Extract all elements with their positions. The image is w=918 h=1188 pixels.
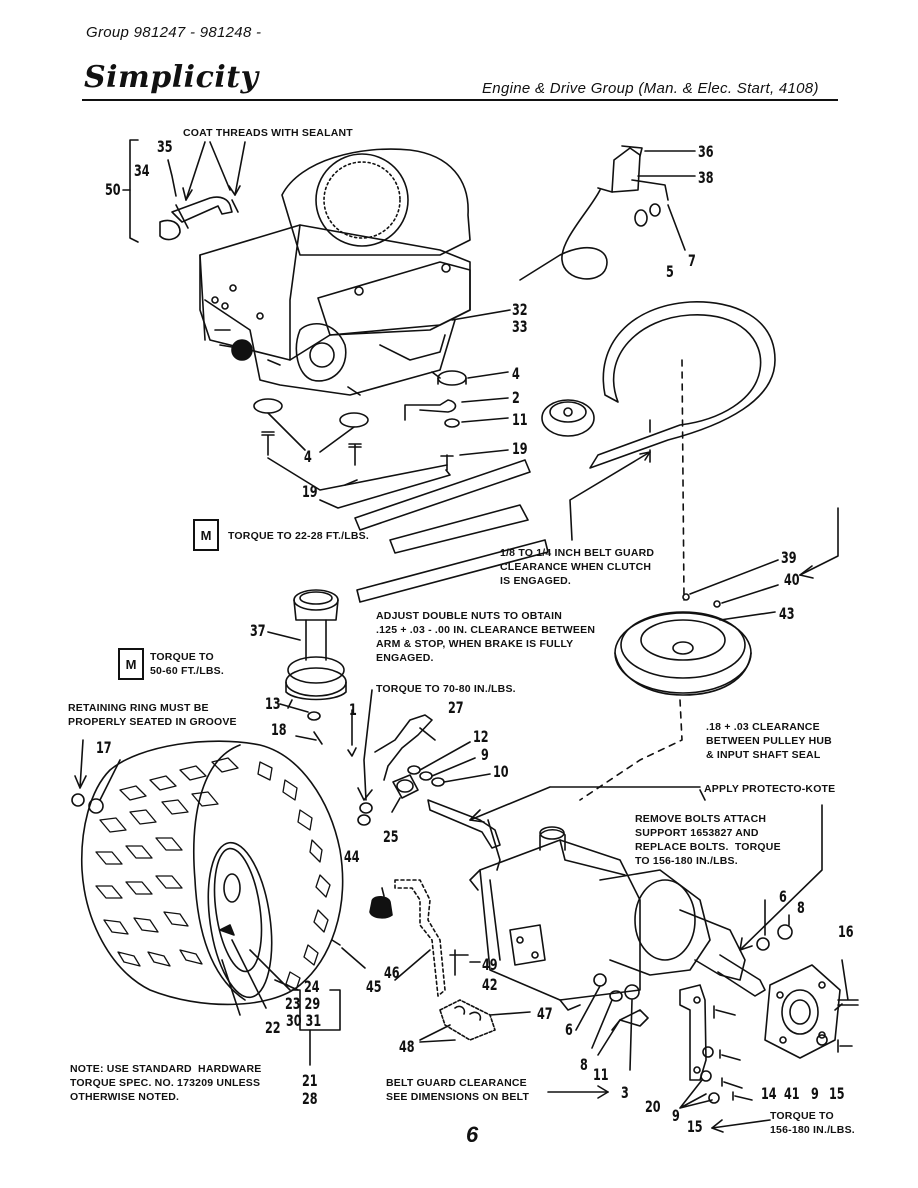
part-label: 49 bbox=[482, 955, 498, 974]
part-label: 4 bbox=[512, 364, 520, 383]
part-label: 20 bbox=[645, 1097, 661, 1116]
part-label: 3 bbox=[621, 1083, 629, 1102]
part-label: 50 bbox=[105, 180, 121, 199]
part-label: 9 bbox=[672, 1106, 680, 1125]
note-coat-threads: COAT THREADS WITH SEALANT bbox=[183, 127, 353, 139]
part-label: 41 bbox=[784, 1084, 800, 1103]
part-label: 15 bbox=[829, 1084, 845, 1103]
header-rule bbox=[82, 99, 838, 101]
part-label: 21 bbox=[302, 1071, 318, 1090]
part-label: 17 bbox=[96, 738, 112, 757]
part-label: 27 bbox=[448, 698, 464, 717]
section-title: Engine & Drive Group (Man. & Elec. Start… bbox=[482, 80, 819, 97]
part-label: 34 bbox=[134, 161, 150, 180]
part-label: 5 bbox=[666, 262, 674, 281]
part-label: 43 bbox=[779, 604, 795, 623]
part-label: 33 bbox=[512, 317, 528, 336]
part-label: 24 bbox=[304, 977, 320, 996]
note-belt-clearance-clutch: 1/8 TO 1/4 INCH BELT GUARD CLEARANCE WHE… bbox=[500, 547, 655, 587]
part-label: 1 bbox=[349, 700, 357, 719]
part-label: 14 bbox=[761, 1084, 777, 1103]
part-label: 40 bbox=[784, 570, 800, 589]
part-label: 45 bbox=[366, 977, 382, 996]
note-protecto-kote: APPLY PROTECTO-KOTE bbox=[704, 783, 836, 795]
part-label: 8 bbox=[580, 1055, 588, 1074]
part-label: 11 bbox=[593, 1065, 609, 1084]
part-label: 16 bbox=[838, 922, 854, 941]
note-torque-bottom: TORQUE TO 156-180 IN./LBS. bbox=[770, 1110, 855, 1136]
note-standard-hardware: NOTE: USE STANDARD HARDWARE TORQUE SPEC.… bbox=[70, 1063, 262, 1103]
part-label: 7 bbox=[688, 251, 696, 270]
part-label: 4 bbox=[304, 447, 312, 466]
part-label: 2 bbox=[512, 388, 520, 407]
page-number: 6 bbox=[466, 1122, 479, 1147]
part-label: 42 bbox=[482, 975, 498, 994]
group-numbers: Group 981247 - 981248 - bbox=[86, 24, 262, 41]
note-retaining-ring: RETAINING RING MUST BE PROPERLY SEATED I… bbox=[68, 702, 237, 728]
part-label: 9 bbox=[811, 1084, 819, 1103]
part-label: 13 bbox=[265, 694, 281, 713]
engine-illustration bbox=[199, 148, 471, 396]
part-label: 36 bbox=[698, 142, 714, 161]
note-torque-engine: TORQUE TO 22-28 FT./LBS. bbox=[228, 530, 369, 542]
part-label: 18 bbox=[271, 720, 287, 739]
part-label: 35 bbox=[157, 137, 173, 156]
part-label: 28 bbox=[302, 1089, 318, 1108]
torque-m-symbol: M bbox=[193, 519, 219, 551]
torque-m-symbol: M bbox=[118, 648, 144, 680]
part-label: 38 bbox=[698, 168, 714, 187]
part-label: 22 bbox=[265, 1018, 281, 1037]
part-label: 9 bbox=[481, 745, 489, 764]
part-label: 47 bbox=[537, 1004, 553, 1023]
note-remove-bolts: REMOVE BOLTS ATTACH SUPPORT 1653827 AND … bbox=[635, 813, 781, 867]
part-label: 10 bbox=[493, 762, 509, 781]
part-label: 39 bbox=[781, 548, 797, 567]
part-label: 48 bbox=[399, 1037, 415, 1056]
part-label: 23 29 bbox=[285, 994, 321, 1013]
part-label: 12 bbox=[473, 727, 489, 746]
note-adjust-double-nuts: ADJUST DOUBLE NUTS TO OBTAIN .125 + .03 … bbox=[376, 610, 596, 664]
part-label: 46 bbox=[384, 963, 400, 982]
part-label: 6 bbox=[565, 1020, 573, 1039]
part-label: 37 bbox=[250, 621, 266, 640]
transaxle-illustration bbox=[469, 826, 766, 1011]
part-label: 6 bbox=[779, 887, 787, 906]
tire-illustration bbox=[80, 740, 344, 1006]
part-label: 15 bbox=[687, 1117, 703, 1136]
part-label: 8 bbox=[797, 898, 805, 917]
note-torque-70-80: TORQUE TO 70-80 IN./LBS. bbox=[376, 683, 516, 695]
part-label: 11 bbox=[512, 410, 528, 429]
part-label: 30 31 bbox=[286, 1011, 322, 1030]
brand-logo: Simplicity bbox=[84, 60, 259, 95]
note-torque-pulley: TORQUE TO 50-60 FT./LBS. bbox=[150, 651, 224, 677]
note-pulley-hub-clearance: .18 + .03 CLEARANCE BETWEEN PULLEY HUB &… bbox=[706, 721, 832, 761]
part-label: 19 bbox=[512, 439, 528, 458]
part-label: 19 bbox=[302, 482, 318, 501]
note-belt-guard-dimensions: BELT GUARD CLEARANCE SEE DIMENSIONS ON B… bbox=[386, 1077, 530, 1103]
part-label: 44 bbox=[344, 847, 360, 866]
part-label: 25 bbox=[383, 827, 399, 846]
part-label: 32 bbox=[512, 300, 528, 319]
